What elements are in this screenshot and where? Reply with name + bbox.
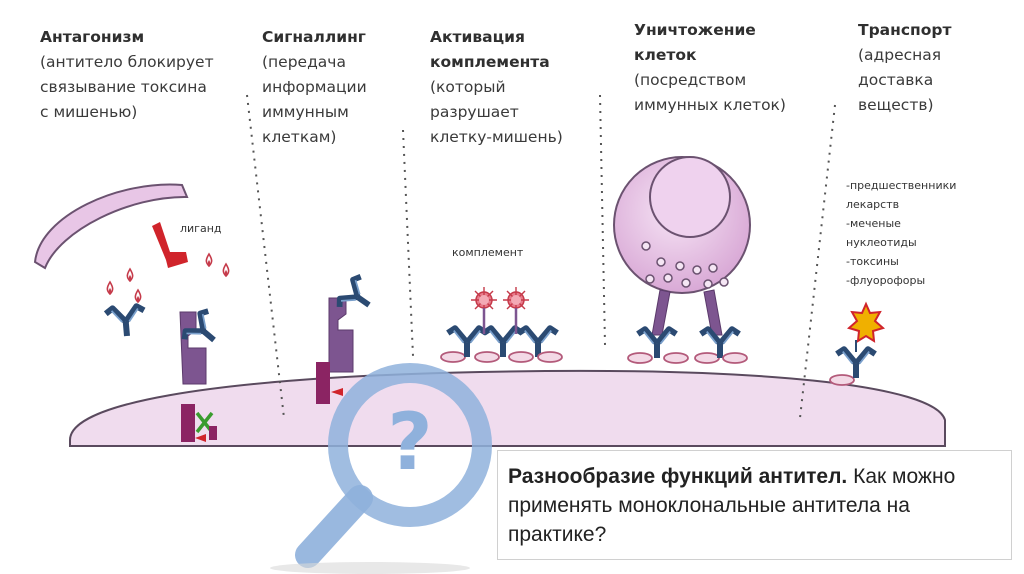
header-desc: (который разрушает клетку-мишень) xyxy=(430,78,563,146)
transport-item: -меченые xyxy=(846,217,901,230)
magnifier-question-icon xyxy=(270,363,492,574)
toxin-cell-arc xyxy=(33,183,189,270)
transport-item: нуклеотиды xyxy=(846,236,917,249)
transport-item: -токсины xyxy=(846,255,899,268)
header-desc: (адресная доставка веществ) xyxy=(858,46,942,114)
header-title: Транспорт xyxy=(858,21,952,39)
question-box: Разнообразие функций антител. Как можно … xyxy=(497,450,1012,560)
ligand-shape xyxy=(152,222,188,268)
question-bold: Разнообразие функций антител. xyxy=(508,465,848,488)
receptor-signalling xyxy=(328,297,354,373)
header-transport: Транспорт (адресная доставка веществ) xyxy=(858,18,1008,118)
header-desc: (посредством иммунных клеток) xyxy=(634,71,786,114)
header-signalling: Сигналлинг (передача информации иммунным… xyxy=(262,25,392,150)
cell-membrane xyxy=(69,369,946,447)
complement-group xyxy=(440,287,563,363)
free-antibody xyxy=(105,306,146,338)
immune-cell xyxy=(613,156,751,364)
header-desc: (антитело блокирует связывание токсина с… xyxy=(40,53,214,121)
header-killing: Уничтожение клеток (посредством иммунных… xyxy=(634,18,824,118)
header-title: Уничтожение клеток xyxy=(634,21,756,64)
header-title: Активация комплемента xyxy=(430,28,550,71)
complement-label: комплемент xyxy=(452,246,524,259)
question-mark: ? xyxy=(387,398,433,488)
header-title: Сигналлинг xyxy=(262,28,366,46)
header-antagonism: Антагонизм (антитело блокирует связывани… xyxy=(40,25,250,125)
header-complement: Активация комплемента (который разрушает… xyxy=(430,25,590,150)
transport-items: -предшественники лекарств -меченые нукле… xyxy=(846,176,956,290)
transport-item: лекарств xyxy=(846,198,900,211)
ligand-label: лиганд xyxy=(180,222,222,235)
column-dividers xyxy=(246,94,836,419)
transport-item: -флуорофоры xyxy=(846,274,926,287)
header-title: Антагонизм xyxy=(40,28,145,46)
transport-conjugate xyxy=(829,301,886,386)
header-desc: (передача информации иммунным клеткам) xyxy=(262,53,367,146)
question-text: Как можно применять моноклональные антит… xyxy=(508,465,956,546)
transport-item: -предшественники xyxy=(846,179,957,192)
